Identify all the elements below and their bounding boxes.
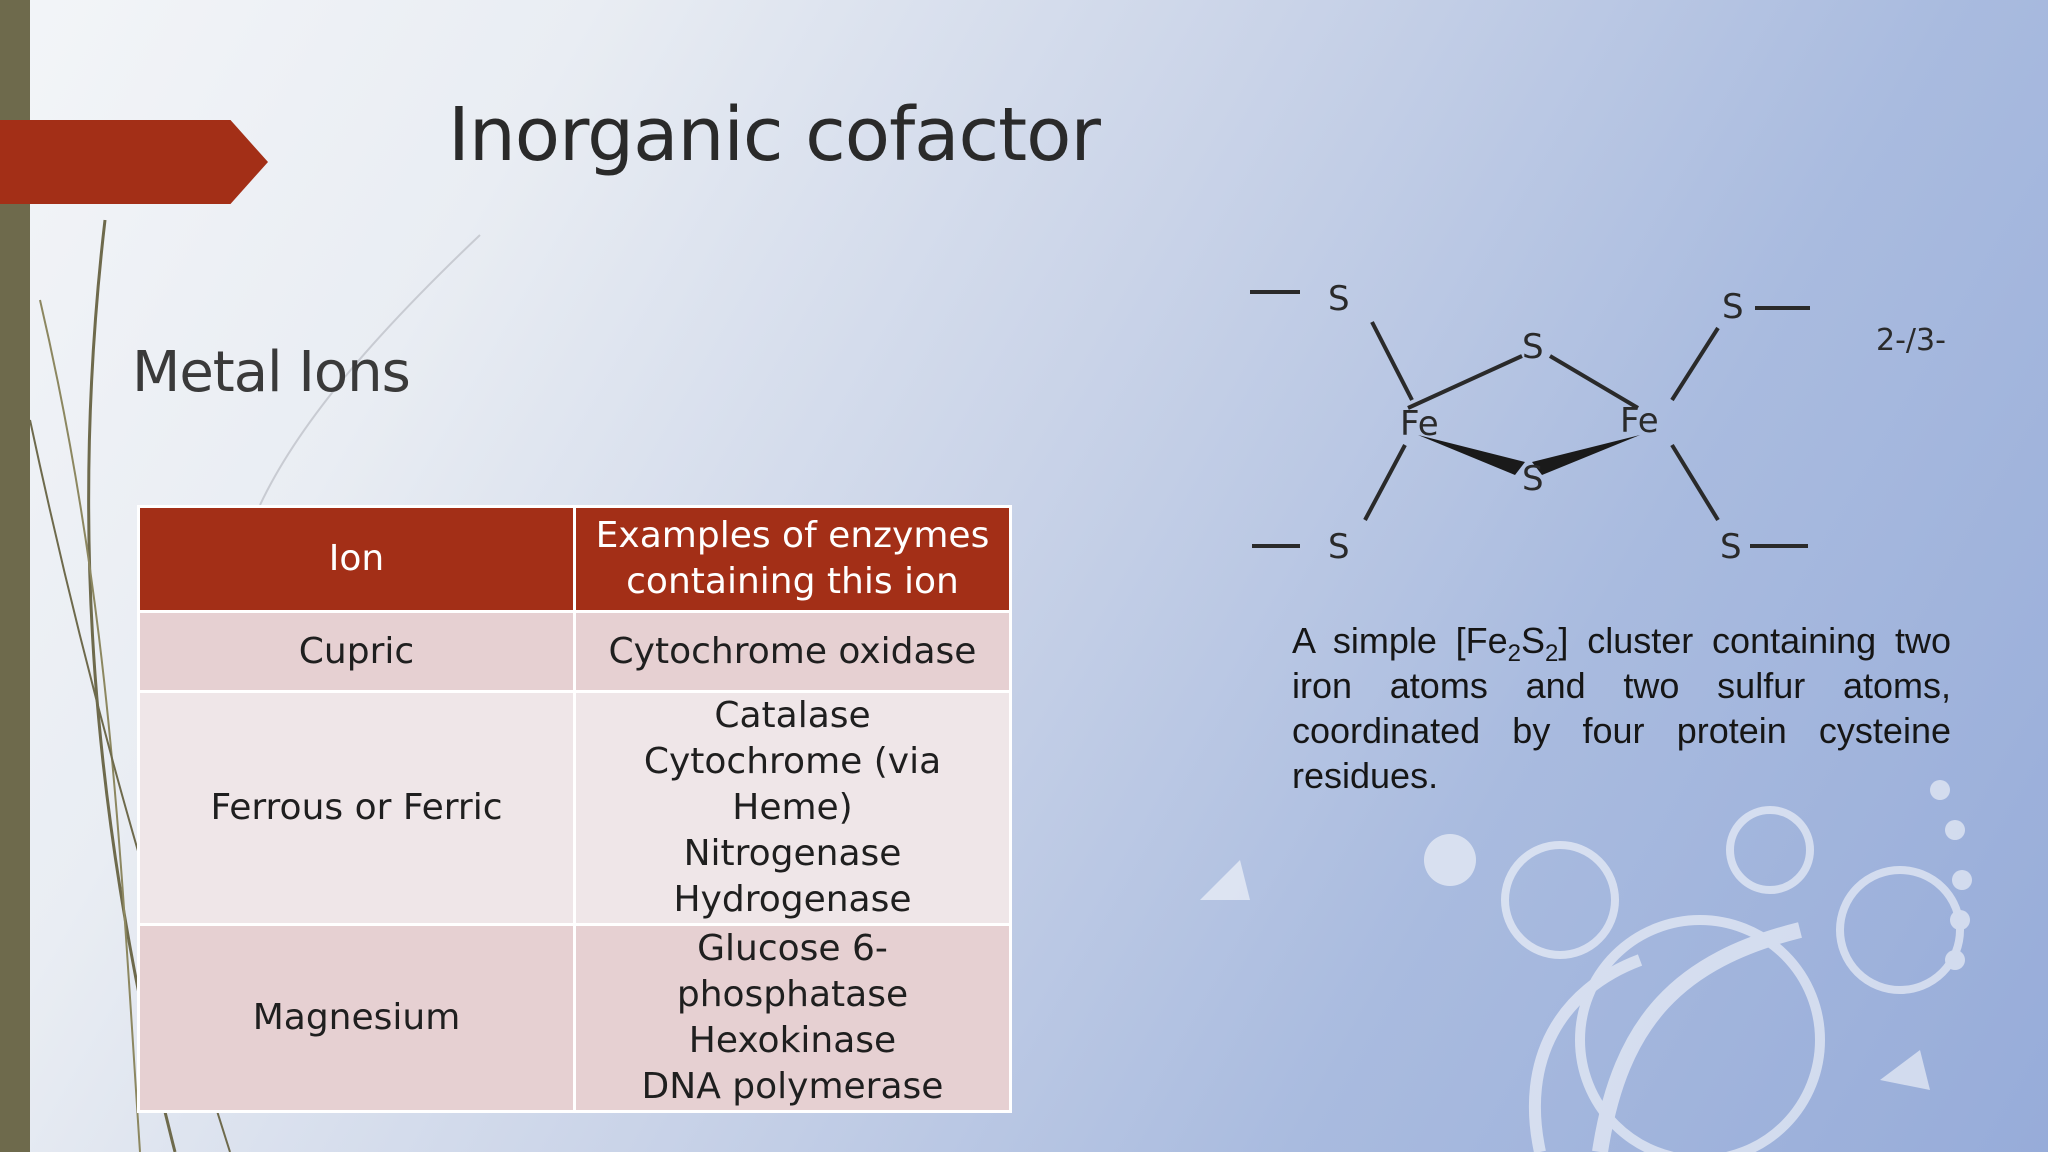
enzyme-name: Cytochrome oxidase [608,630,977,672]
enzyme-name: Nitrogenase [683,833,902,874]
enzyme-name: Hexokinase [688,1020,897,1061]
sulfur-atom-label: S [1328,279,1350,319]
ion-cell: Ferrous or Ferric [137,690,576,926]
sulfur-atom-label: S [1522,459,1544,499]
table-row: Ferrous or Ferric Catalase Cytochrome (v… [137,690,1012,926]
iron-atom-label: Fe [1400,404,1439,444]
fe2s2-structure-diagram: S S S S S S Fe Fe 2-/3- [1250,279,1946,567]
sulfur-atom-label: S [1522,327,1544,367]
enzymes-cell: Glucose 6-phosphatase Hexokinase DNA pol… [573,923,1012,1113]
iron-atom-label: Fe [1620,401,1659,441]
slide-subtitle: Metal Ions [132,340,411,405]
caption-subscript: 2 [1507,640,1522,668]
sulfur-atom-label: S [1722,287,1744,327]
enzyme-name: Catalase [714,695,871,736]
ion-cell: Magnesium [137,923,576,1113]
caption-subscript: 2 [1545,640,1559,668]
caption-prefix: A simple [Fe [1292,620,1508,661]
structure-caption: A simple [Fe2S2] cluster containing two … [1292,618,1951,798]
enzyme-name: Cytochrome (via Heme) [643,741,942,828]
table-row: Magnesium Glucose 6-phosphatase Hexokina… [137,923,1012,1113]
metal-ion-table: Ion Examples of enzymes containing this … [137,505,1012,1113]
caption-mid: S [1521,620,1546,661]
sulfur-atom-label: S [1720,527,1742,567]
charge-label: 2-/3- [1876,323,1946,358]
slide-title: Inorganic cofactor [448,92,1101,178]
enzyme-name: Glucose 6-phosphatase [676,928,909,1015]
enzyme-name: DNA polymerase [641,1066,944,1107]
ion-cell: Cupric [137,610,576,693]
floral-decoration [1200,780,1972,1152]
title-arrow-tab [0,120,268,204]
caption-suffix: ] cluster containing two iron atoms and … [1292,620,1951,796]
enzyme-name: Hydrogenase [673,879,912,920]
table-row: Cupric Cytochrome oxidase [137,610,1012,693]
sulfur-atom-label: S [1328,527,1350,567]
header-enzymes: Examples of enzymes containing this ion [573,505,1012,613]
header-ion: Ion [137,505,576,613]
enzymes-cell: Cytochrome oxidase [573,610,1012,693]
table-header-row: Ion Examples of enzymes containing this … [137,505,1012,613]
enzymes-cell: Catalase Cytochrome (via Heme) Nitrogena… [573,690,1012,926]
